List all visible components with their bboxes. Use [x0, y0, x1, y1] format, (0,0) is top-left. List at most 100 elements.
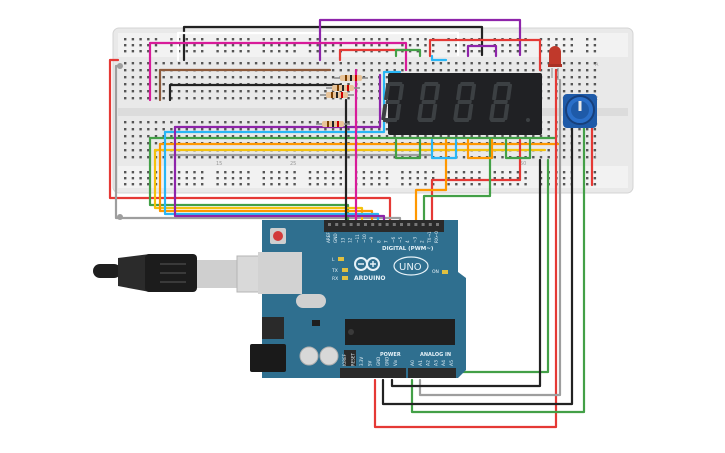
model-label: UNO — [399, 262, 422, 273]
digital-pin-label: ~6 — [391, 236, 396, 243]
analog-pin-label: A5 — [449, 360, 455, 366]
power-pin-header — [340, 368, 406, 378]
wire-orange-loop3[interactable] — [466, 138, 494, 160]
wire-grey-led[interactable] — [418, 78, 562, 397]
col-number-25: 25 — [290, 161, 296, 167]
wire-black-pot[interactable] — [381, 123, 574, 406]
seven-segment-display[interactable] — [381, 73, 542, 135]
bottom-power-rail — [118, 166, 628, 188]
wire-black-gnd[interactable] — [390, 158, 542, 388]
col-number-50: 50 — [520, 161, 526, 167]
digital-pin-label: ~3 — [412, 236, 417, 243]
digital-header-label: DIGITAL (PWM~) — [382, 246, 434, 252]
usb-port — [258, 252, 302, 294]
wire-white-top[interactable] — [176, 31, 460, 62]
capacitor-1 — [299, 346, 319, 366]
digital-pin-label: 13 — [340, 237, 345, 243]
wire-purple-loop-top[interactable] — [466, 44, 498, 58]
digital-pin-label: ~11 — [355, 234, 360, 243]
potentiometer[interactable] — [563, 94, 597, 128]
col-number-15: 15 — [216, 161, 222, 167]
wire-blue-loop2[interactable] — [430, 138, 458, 160]
resistor-2[interactable] — [326, 85, 360, 91]
wire-blue-down[interactable] — [163, 130, 380, 224]
digital-pin-label: GND — [333, 233, 338, 243]
smd-component — [312, 320, 320, 326]
led-l-indicator — [338, 257, 344, 261]
digital-pin-label: ~5 — [398, 236, 403, 243]
wires — [108, 18, 594, 429]
display-digits — [381, 82, 530, 122]
row-letter-f: F — [595, 123, 598, 129]
on-label: ON — [432, 269, 439, 275]
power-jack — [250, 344, 286, 372]
analog-pin-label: A3 — [433, 360, 439, 366]
digital-pin-label: TX→1 — [427, 231, 432, 244]
digital-pins — [328, 223, 439, 226]
digital-pin-label: RX←0 — [434, 231, 439, 243]
wire-purple-down[interactable] — [173, 125, 386, 224]
wire-brown-left[interactable] — [158, 68, 332, 102]
wire-red-top2[interactable] — [338, 48, 410, 62]
power-pin-label: RESET — [351, 353, 356, 366]
power-header-label: POWER — [380, 352, 401, 358]
arduino-logo-icon — [354, 257, 380, 271]
red-led[interactable] — [548, 46, 562, 80]
digital-pin-label: 12 — [348, 237, 353, 243]
voltage-regulator — [262, 317, 284, 339]
indicator-l: L — [332, 257, 335, 263]
digital-pin-label: AREF — [326, 232, 331, 243]
resistor-3[interactable] — [320, 92, 354, 98]
brand-label: ARDUINO — [354, 275, 385, 282]
analog-pin-label: A2 — [426, 360, 432, 366]
wire-junction-top — [117, 63, 123, 69]
power-pin-label: 5V — [368, 360, 373, 366]
wire-red-right-down[interactable] — [430, 138, 522, 224]
wire-purple-top[interactable] — [318, 18, 522, 62]
resistor-4[interactable] — [316, 121, 350, 127]
power-pin-label: 3.3V — [359, 357, 364, 366]
analog-pin-label: A1 — [418, 360, 424, 366]
row-letter-a: A — [595, 62, 599, 68]
led-rx-indicator — [342, 276, 348, 280]
wire-green-loop1[interactable] — [394, 138, 422, 160]
power-pin-label: IOREF — [342, 353, 347, 366]
wire-red-right-top[interactable] — [428, 38, 542, 72]
wire-red-left[interactable] — [108, 58, 392, 224]
resistor-1[interactable] — [334, 75, 368, 81]
capacitor-2 — [319, 346, 339, 366]
wire-green-loop-top[interactable] — [394, 48, 422, 58]
center-channel — [118, 108, 628, 116]
usb-cable[interactable] — [93, 254, 288, 293]
digital-pin-label: ~10 — [362, 234, 367, 243]
wire-magenta-left[interactable] — [148, 41, 408, 102]
digital-pin-header — [324, 220, 444, 232]
wire-green-loop4[interactable] — [504, 138, 532, 160]
wire-purple-mid[interactable] — [173, 73, 382, 129]
indicator-tx: TX — [331, 268, 338, 274]
wire-green-right-down[interactable] — [422, 138, 492, 224]
indicator-rx: RX — [332, 276, 338, 282]
analog-pin-label: A0 — [410, 360, 416, 366]
atmega-chip — [345, 319, 455, 345]
wire-red-led[interactable] — [373, 68, 558, 429]
wire-orange-right-down[interactable] — [414, 138, 448, 224]
led-tx-indicator — [342, 268, 348, 272]
digital-pin-label: 4 — [405, 240, 410, 243]
power-pin-label: GND — [385, 357, 390, 366]
resistors — [316, 75, 368, 127]
digital-pin-label: 2 — [420, 240, 425, 243]
wire-blue-mid[interactable] — [163, 70, 402, 134]
wire-black-left[interactable] — [168, 83, 342, 102]
model-badge — [393, 256, 429, 276]
analog-pin-label: A4 — [441, 360, 447, 366]
analog-header-label: ANALOG IN — [420, 352, 451, 358]
wire-blue-loop-top[interactable] — [430, 54, 448, 62]
smd-component-2 — [344, 350, 356, 366]
digital-pin-label: ~9 — [369, 236, 374, 243]
